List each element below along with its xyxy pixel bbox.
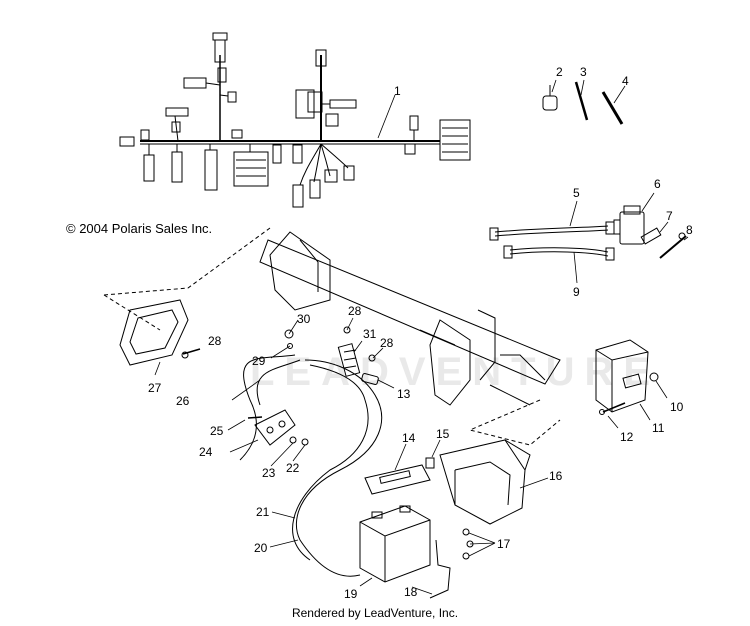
callout-6: 6 — [654, 177, 661, 191]
callout-23: 23 — [262, 466, 276, 480]
callout-25: 25 — [210, 424, 224, 438]
cover-drawing — [119, 299, 201, 376]
control-module-drawing — [595, 339, 668, 429]
callout-7: 7 — [666, 209, 673, 223]
rod-drawings — [574, 79, 626, 125]
callout-5: 5 — [573, 186, 580, 200]
frame-drawing — [103, 227, 561, 446]
callout-16: 16 — [549, 469, 563, 483]
callout-10: 10 — [670, 400, 684, 414]
callout-18: 18 — [404, 585, 418, 599]
callout-30: 30 — [297, 312, 311, 326]
callout-2: 2 — [556, 65, 563, 79]
callout-1: 1 — [394, 84, 401, 98]
solenoid-drawing — [613, 192, 655, 245]
callout-3: 3 — [580, 65, 587, 79]
callout-28a: 28 — [208, 334, 222, 348]
callout-17: 17 — [497, 537, 511, 551]
callout-31: 31 — [363, 327, 377, 341]
callout-28b: 28 — [348, 304, 362, 318]
callout-12: 12 — [620, 430, 634, 444]
callout-29: 29 — [252, 354, 266, 368]
wire-harness-drawing — [119, 32, 471, 208]
switch-drawing — [542, 79, 558, 111]
copyright-text: © 2004 Polaris Sales Inc. — [66, 221, 213, 236]
relay-cables-drawing — [227, 317, 395, 577]
callout-28c: 28 — [380, 336, 394, 350]
callout-13: 13 — [397, 387, 411, 401]
callout-22: 22 — [286, 461, 300, 475]
callout-11: 11 — [652, 421, 665, 435]
callout-24: 24 — [199, 445, 213, 459]
watermark-text: LEADVENTURE — [250, 350, 660, 394]
callout-4: 4 — [622, 74, 629, 88]
callout-15: 15 — [436, 427, 450, 441]
bushing-bolt-drawing — [640, 221, 689, 259]
cables-5-9-drawing — [489, 200, 615, 284]
callout-8: 8 — [686, 223, 693, 237]
callout-21: 21 — [256, 505, 270, 519]
footer-text: Rendered by LeadVenture, Inc. — [291, 606, 459, 620]
callout-19: 19 — [344, 587, 358, 601]
battery-area-drawing — [359, 439, 549, 599]
callout-20: 20 — [254, 541, 268, 555]
callout-26: 26 — [176, 394, 190, 408]
callout-9: 9 — [573, 285, 580, 299]
callout-14: 14 — [402, 431, 416, 445]
callout-27: 27 — [148, 381, 162, 395]
